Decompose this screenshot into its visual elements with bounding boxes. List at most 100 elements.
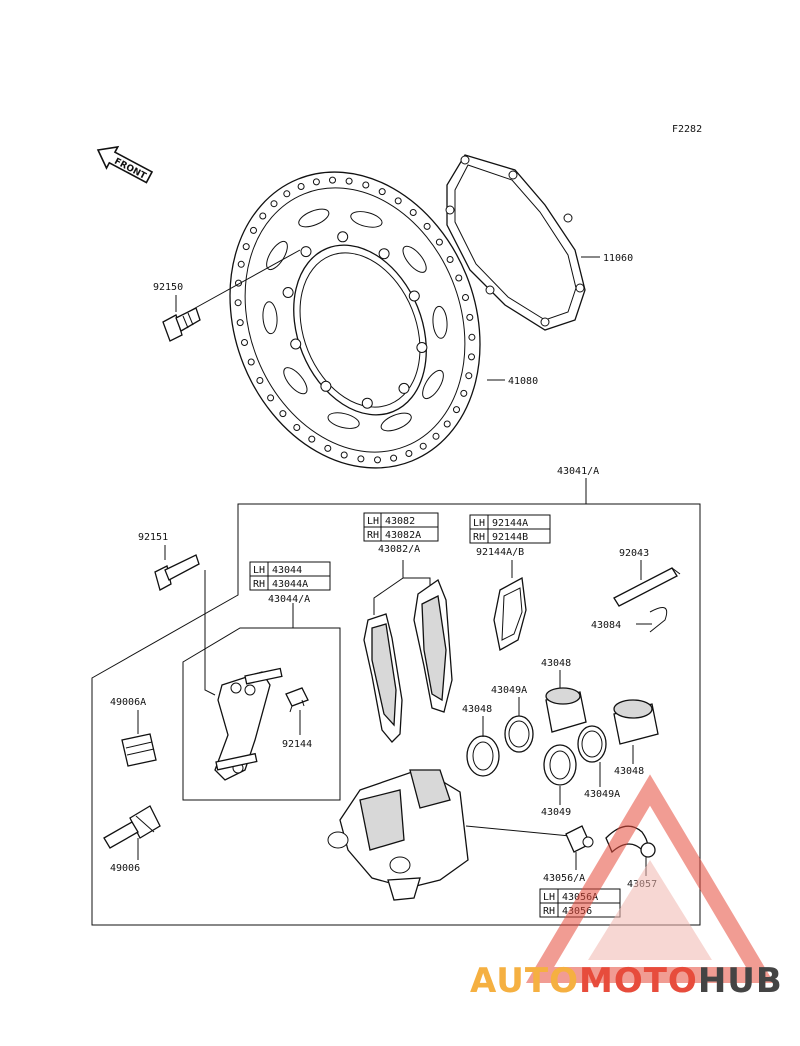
brake-pad-left xyxy=(363,613,403,743)
disc-bolt-hole xyxy=(416,342,428,353)
disc-gasket xyxy=(445,154,586,331)
svg-text:LH: LH xyxy=(367,516,379,527)
disc-hole xyxy=(462,294,469,301)
disc-hole xyxy=(237,260,245,268)
disc-slot xyxy=(422,369,444,400)
disc-hole xyxy=(455,274,463,282)
disc-hole xyxy=(242,243,250,251)
slide-pin-boot xyxy=(103,805,161,849)
disc-hole xyxy=(329,176,336,184)
disc-hole xyxy=(435,238,443,246)
disc-hole xyxy=(279,410,287,418)
disc-slot xyxy=(298,208,330,228)
disc-hole xyxy=(432,432,440,440)
label-43048-left: 43048 xyxy=(462,704,492,715)
disc-hole xyxy=(443,420,451,428)
caliper-body xyxy=(327,769,571,901)
front-arrow-icon: FRONT xyxy=(96,145,154,184)
disc-slot xyxy=(402,245,427,273)
pad-spring-clip xyxy=(285,687,309,735)
disc-hole xyxy=(247,358,255,366)
label-43056a: 43056/A xyxy=(543,873,585,884)
disc-hole xyxy=(468,333,476,341)
disc-bolt-hole xyxy=(398,382,410,394)
automotohub-watermark xyxy=(525,774,775,983)
svg-text:92144B: 92144B xyxy=(492,532,528,543)
label-92151: 92151 xyxy=(138,532,168,543)
svg-text:43082A: 43082A xyxy=(385,530,421,541)
disc-bolt-hole xyxy=(408,290,420,302)
label-43041a: 43041/A xyxy=(557,466,599,477)
label-92144ab: 92144A/B xyxy=(476,547,524,558)
disc-hole xyxy=(357,455,365,463)
svg-text:92144A: 92144A xyxy=(492,518,528,529)
disc-slot xyxy=(380,412,412,432)
svg-text:RH: RH xyxy=(473,532,485,543)
label-49006A: 49006A xyxy=(110,697,146,708)
disc-hole xyxy=(259,212,267,220)
label-43048-right: 43048 xyxy=(614,766,644,777)
disc-hole xyxy=(270,200,278,208)
disc-hole xyxy=(308,435,316,443)
piston-seal-lower xyxy=(543,744,577,786)
dust-seal xyxy=(504,715,534,753)
svg-text:43082: 43082 xyxy=(385,516,415,527)
svg-text:RH: RH xyxy=(367,530,379,541)
disc-bolt-hole xyxy=(320,380,332,392)
label-11060: 11060 xyxy=(603,253,633,264)
disc-hole xyxy=(466,313,474,321)
disc-hole xyxy=(465,372,473,380)
disc-hole xyxy=(250,226,257,234)
disc-hole xyxy=(453,406,460,414)
pad-shim xyxy=(493,576,527,652)
brake-disc xyxy=(229,171,481,469)
label-49006: 49006 xyxy=(110,863,140,874)
svg-text:RH: RH xyxy=(543,906,555,917)
svg-text:43044: 43044 xyxy=(272,565,302,576)
svg-text:LH: LH xyxy=(473,518,485,529)
disc-slot xyxy=(283,367,308,395)
disc-slot xyxy=(350,211,383,228)
piston-top xyxy=(545,687,587,733)
disc-slot xyxy=(262,301,278,335)
pad-pin xyxy=(613,567,681,607)
label-43049A-bottom: 43049A xyxy=(584,789,620,800)
label-43082a: 43082/A xyxy=(378,544,420,555)
disc-hole xyxy=(374,456,381,464)
disc-slot xyxy=(327,412,360,429)
label-92150: 92150 xyxy=(153,282,183,293)
table-43044: LH 43044 RH 43044A xyxy=(249,561,331,591)
disc-hole xyxy=(446,256,454,263)
disc-bolt-hole xyxy=(282,287,294,298)
svg-text:LH: LH xyxy=(253,565,265,576)
table-43082: LH 43082 RH 43082A xyxy=(363,512,439,542)
disc-hole xyxy=(234,299,242,307)
bracket-bolt xyxy=(154,545,216,696)
caliper-bracket xyxy=(214,667,283,781)
svg-text:43044A: 43044A xyxy=(272,579,308,590)
label-43044a: 43044/A xyxy=(268,594,310,605)
label-43048-top: 43048 xyxy=(541,658,571,669)
disc-hole xyxy=(293,424,301,431)
pin-clip xyxy=(636,607,668,633)
brake-pad-right xyxy=(413,578,453,713)
boot xyxy=(121,733,157,767)
bleed-valve xyxy=(565,825,594,853)
disc-hole xyxy=(283,190,291,198)
disc-hole xyxy=(409,209,417,216)
disc-hole xyxy=(324,444,332,452)
piston-right xyxy=(613,699,659,745)
disc-hole xyxy=(241,339,248,346)
disc-hole xyxy=(312,178,320,186)
disc-hole xyxy=(378,188,386,196)
disc-bolt-hole xyxy=(361,397,373,409)
disc-bolt-hole xyxy=(378,248,390,260)
disc-hole xyxy=(423,222,431,230)
svg-text:RH: RH xyxy=(253,579,265,590)
disc-bolt-hole xyxy=(290,338,302,350)
label-43084: 43084 xyxy=(591,620,621,631)
label-92043: 92043 xyxy=(619,548,649,559)
disc-hole xyxy=(345,177,353,185)
watermark-logo: AUTOMOTOHUB xyxy=(470,961,783,1001)
disc-hole xyxy=(394,197,402,205)
